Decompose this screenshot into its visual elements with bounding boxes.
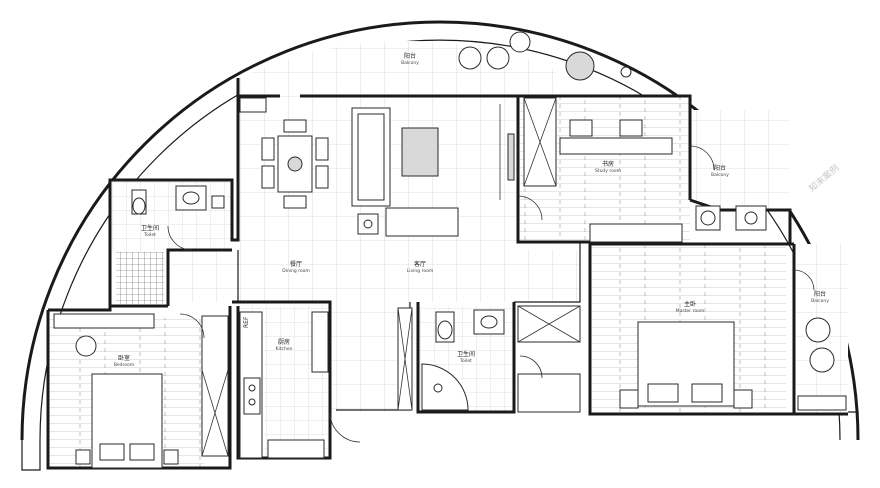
outer-arc bbox=[20, 20, 860, 471]
sub-balcony-right: Balcony bbox=[811, 298, 829, 304]
label-study: 书房 bbox=[602, 160, 614, 168]
label-balcony-right-top: 阳台 bbox=[714, 164, 726, 172]
sub-bath-left: Toilet bbox=[143, 232, 156, 238]
sub-bedroom-left: Bedroom bbox=[114, 362, 134, 368]
label-bath-left: 卫生间 bbox=[141, 224, 159, 232]
sub-dining: Dining room bbox=[282, 268, 310, 274]
study-furniture bbox=[523, 97, 683, 243]
laundry-corner bbox=[695, 205, 767, 231]
balcony-top-area bbox=[236, 40, 556, 96]
sofa-group bbox=[351, 104, 515, 237]
watermark: 知末案例 bbox=[806, 162, 841, 194]
dining-table bbox=[261, 119, 329, 209]
kitchen-fixtures bbox=[239, 311, 329, 459]
sub-balcony-top: Balcony bbox=[401, 60, 419, 66]
label-bedroom-left: 卧室 bbox=[118, 354, 130, 362]
sub-balcony-right-top: Balcony bbox=[711, 172, 729, 178]
sub-bath-center: Toilet bbox=[459, 358, 472, 364]
storage-units bbox=[239, 97, 413, 411]
sub-living: Living room bbox=[407, 268, 433, 274]
balcony-right-furniture bbox=[797, 317, 847, 411]
label-balcony-right: 阳台 bbox=[814, 290, 826, 298]
label-balcony-top: 阳台 bbox=[404, 52, 416, 60]
label-bath-center: 卫生间 bbox=[457, 350, 475, 358]
master-bed bbox=[517, 305, 753, 413]
sub-kitchen: Kitchen bbox=[276, 346, 293, 352]
bathroom-left-fixtures bbox=[131, 185, 225, 215]
label-master: 主卧 bbox=[684, 300, 696, 308]
bedroom-left-furniture bbox=[53, 313, 229, 469]
balcony-furniture bbox=[458, 31, 632, 81]
sub-study: Study room bbox=[595, 168, 621, 174]
sub-master: Master room bbox=[676, 308, 704, 314]
door-arcs bbox=[167, 145, 815, 443]
label-living: 客厅 bbox=[414, 260, 426, 268]
bathroom-left bbox=[110, 180, 232, 304]
bathroom-center-fixtures bbox=[421, 309, 505, 411]
label-kitchen: 厨房 bbox=[278, 338, 290, 346]
label-dining: 餐厅 bbox=[290, 260, 302, 268]
fridge-label: REF bbox=[243, 316, 250, 328]
